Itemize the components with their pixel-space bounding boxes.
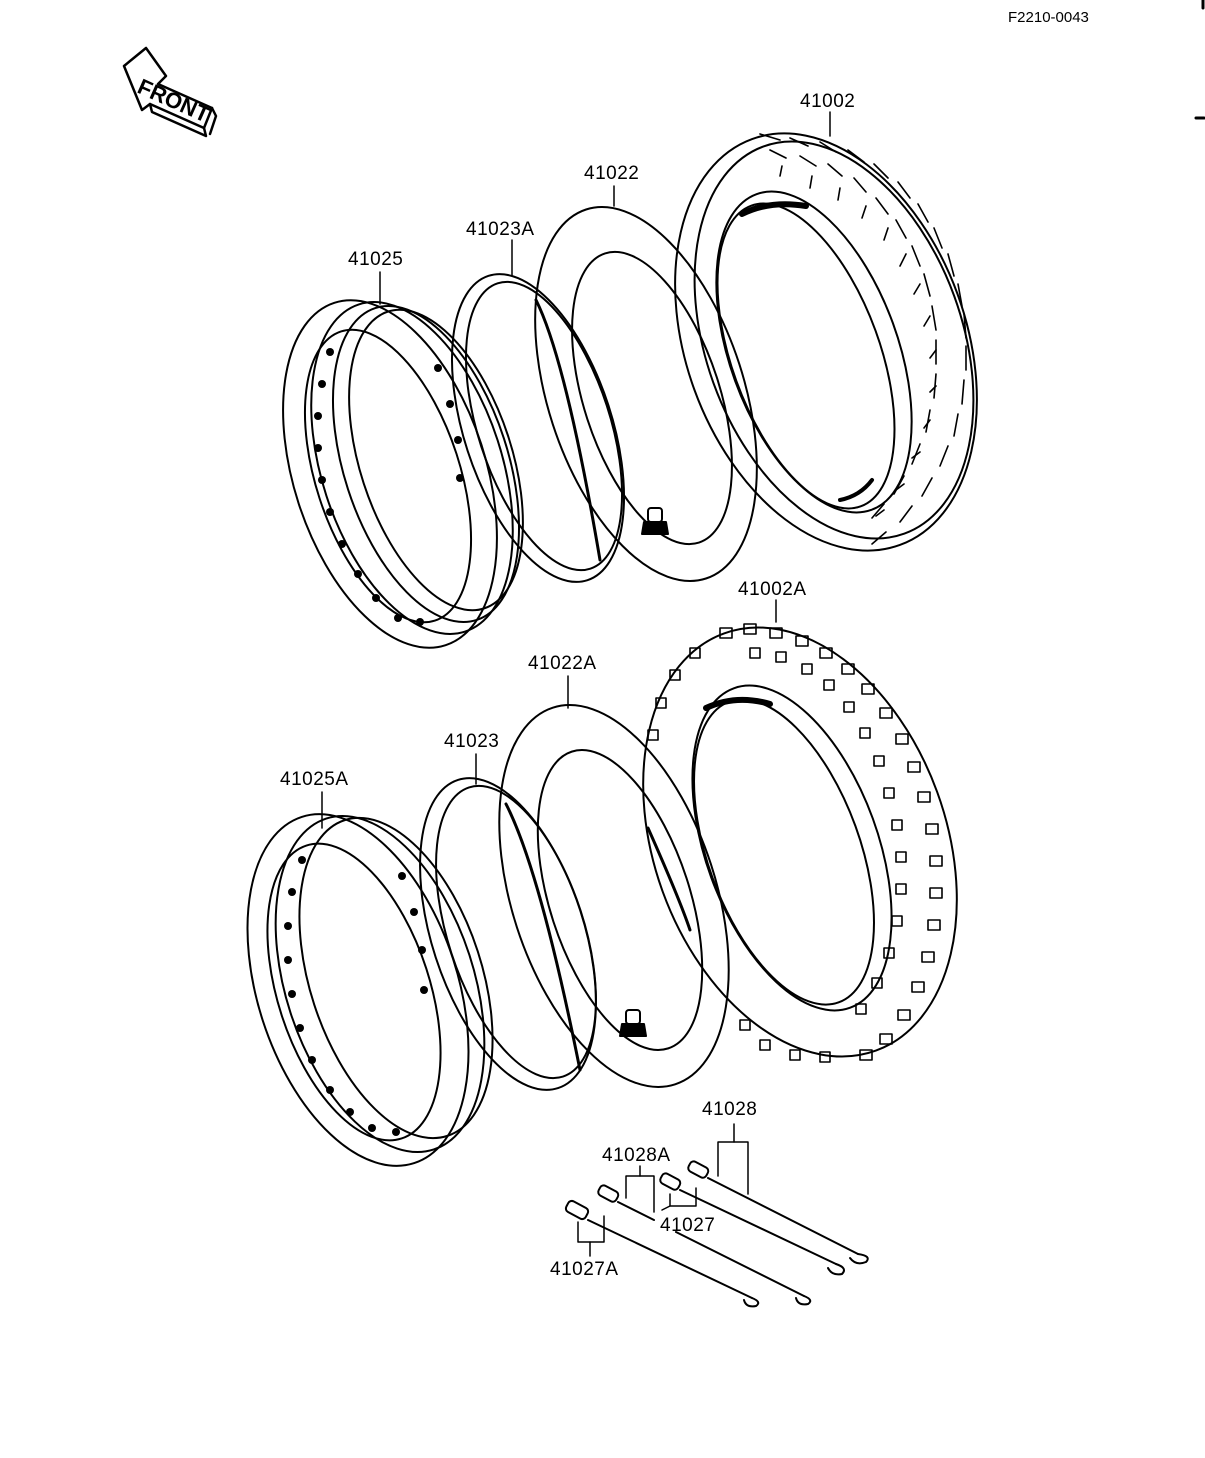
spoke-41027-icon (659, 1172, 845, 1276)
leader-lines (321, 111, 831, 1257)
part-label-41027: 41027 (660, 1215, 716, 1236)
front-arrow-label: FRONT (134, 74, 214, 128)
spoke-41027A-icon (564, 1199, 760, 1308)
part-label-41022: 41022 (584, 163, 640, 184)
part-label-41002A: 41002A (738, 579, 807, 600)
part-label-41025A: 41025A (280, 769, 349, 790)
part-label-41027A: 41027A (550, 1259, 619, 1280)
part-label-41002: 41002 (800, 91, 856, 112)
part-label-41022A: 41022A (528, 653, 597, 674)
rim-41025A-icon (246, 813, 494, 1167)
tube-41022A-icon (498, 704, 730, 1088)
front-arrow-icon: FRONT (122, 46, 218, 138)
part-label-41028: 41028 (702, 1099, 758, 1120)
part-label-41028A: 41028A (602, 1145, 671, 1166)
rim-41025-icon (282, 299, 524, 649)
spoke-41028-icon (687, 1160, 869, 1265)
part-label-41023: 41023 (444, 731, 500, 752)
tire-41002A-icon (642, 623, 958, 1063)
valve-icon (647, 507, 663, 523)
rim-band-41023-icon (419, 777, 597, 1091)
tube-41022-icon (534, 206, 758, 582)
figure-code: F2210-0043 (1008, 9, 1089, 26)
spoke-41028A-icon (597, 1184, 812, 1306)
tire-41002-icon (674, 132, 978, 552)
valve-icon (625, 1009, 641, 1025)
part-label-41025: 41025 (348, 249, 404, 270)
rim-band-41023A-icon (450, 273, 626, 583)
part-label-41023A: 41023A (466, 219, 535, 240)
